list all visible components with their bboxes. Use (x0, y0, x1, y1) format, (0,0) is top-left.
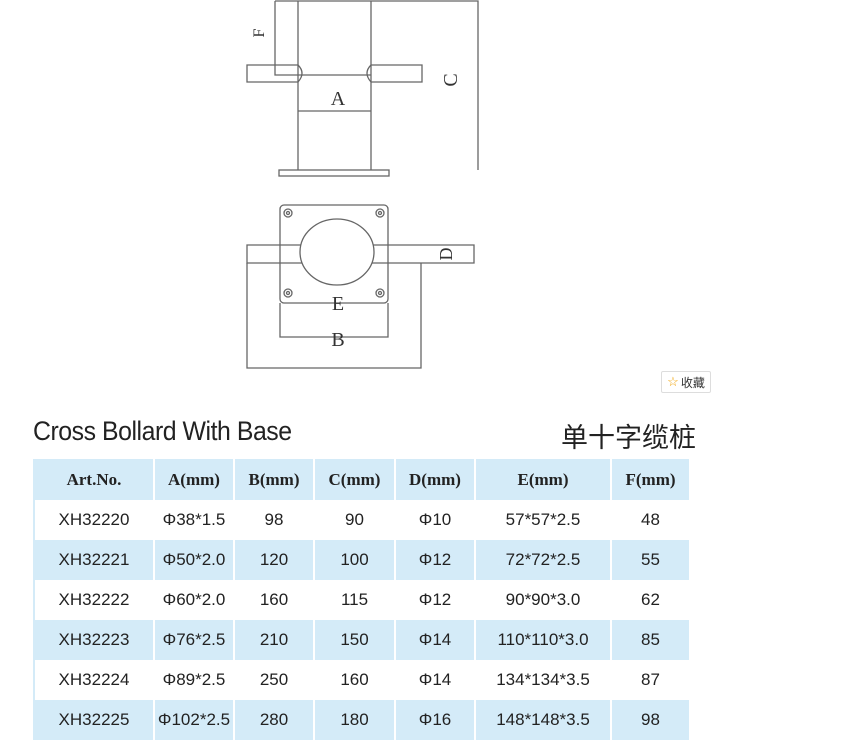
table-cell: 98 (611, 700, 691, 740)
favorite-label: 收藏 (680, 375, 705, 390)
table-cell: Φ12 (395, 580, 476, 620)
table-cell: 134*134*3.5 (475, 660, 612, 700)
table-cell: 120 (234, 540, 315, 580)
product-title-en: Cross Bollard With Base (33, 416, 292, 446)
top-view: D E B (246, 204, 475, 369)
side-view: F A C (246, 0, 479, 177)
bolt-icon (283, 208, 293, 218)
column-header: F(mm) (611, 459, 691, 500)
column-header: Art.No. (34, 459, 155, 500)
table-cell: Φ50*2.0 (154, 540, 235, 580)
table-cell: 98 (234, 500, 315, 540)
label-e: E (332, 293, 344, 315)
column-header: A(mm) (154, 459, 235, 500)
bolt-icon (375, 288, 385, 298)
table-cell: 115 (314, 580, 396, 620)
favorite-button[interactable]: ☆ 收藏 (661, 371, 711, 393)
label-d: D (436, 248, 456, 261)
star-icon: ☆ (667, 374, 679, 389)
column-header: E(mm) (475, 459, 612, 500)
table-cell: 100 (314, 540, 396, 580)
table-cell: Φ38*1.5 (154, 500, 235, 540)
table-cell: XH32222 (34, 580, 155, 620)
table-cell: 150 (314, 620, 396, 660)
table-cell: XH32224 (34, 660, 155, 700)
column-header: C(mm) (314, 459, 396, 500)
table-cell: Φ14 (395, 620, 476, 660)
table-cell: 210 (234, 620, 315, 660)
table-cell: 57*57*2.5 (475, 500, 612, 540)
label-f: F (251, 28, 268, 37)
spec-table: Art.No.A(mm)B(mm)C(mm)D(mm)E(mm)F(mm) XH… (33, 459, 691, 740)
table-cell: Φ16 (395, 700, 476, 740)
column-header: D(mm) (395, 459, 476, 500)
table-cell: 72*72*2.5 (475, 540, 612, 580)
table-cell: 62 (611, 580, 691, 620)
bolt-icon (283, 288, 293, 298)
table-cell: 87 (611, 660, 691, 700)
table-cell: 90 (314, 500, 396, 540)
table-cell: 85 (611, 620, 691, 660)
label-b: B (331, 329, 344, 351)
table-cell: Φ102*2.5 (154, 700, 235, 740)
table-cell: 160 (234, 580, 315, 620)
table-cell: 280 (234, 700, 315, 740)
table-cell: 180 (314, 700, 396, 740)
table-cell: Φ76*2.5 (154, 620, 235, 660)
table-cell: XH32223 (34, 620, 155, 660)
table-cell: 110*110*3.0 (475, 620, 612, 660)
table-cell: 160 (314, 660, 396, 700)
table-cell: XH32221 (34, 540, 155, 580)
table-cell: 250 (234, 660, 315, 700)
label-a: A (331, 88, 346, 110)
table-cell: Φ14 (395, 660, 476, 700)
table-cell: 48 (611, 500, 691, 540)
table-cell: XH32225 (34, 700, 155, 740)
table-cell: 55 (611, 540, 691, 580)
table-cell: Φ10 (395, 500, 476, 540)
table-cell: XH32220 (34, 500, 155, 540)
table-cell: Φ89*2.5 (154, 660, 235, 700)
table-header-row: Art.No.A(mm)B(mm)C(mm)D(mm)E(mm)F(mm) (34, 459, 691, 500)
table-cell: Φ60*2.0 (154, 580, 235, 620)
table-cell: Φ12 (395, 540, 476, 580)
column-header: B(mm) (234, 459, 315, 500)
label-c: C (440, 73, 462, 86)
bollard-technical-drawing: F A C D E B (246, 0, 479, 369)
table-cell: 90*90*3.0 (475, 580, 612, 620)
bolt-icon (375, 208, 385, 218)
product-title-cn: 单十字缆桩 (561, 423, 696, 453)
table-cell: 148*148*3.5 (475, 700, 612, 740)
